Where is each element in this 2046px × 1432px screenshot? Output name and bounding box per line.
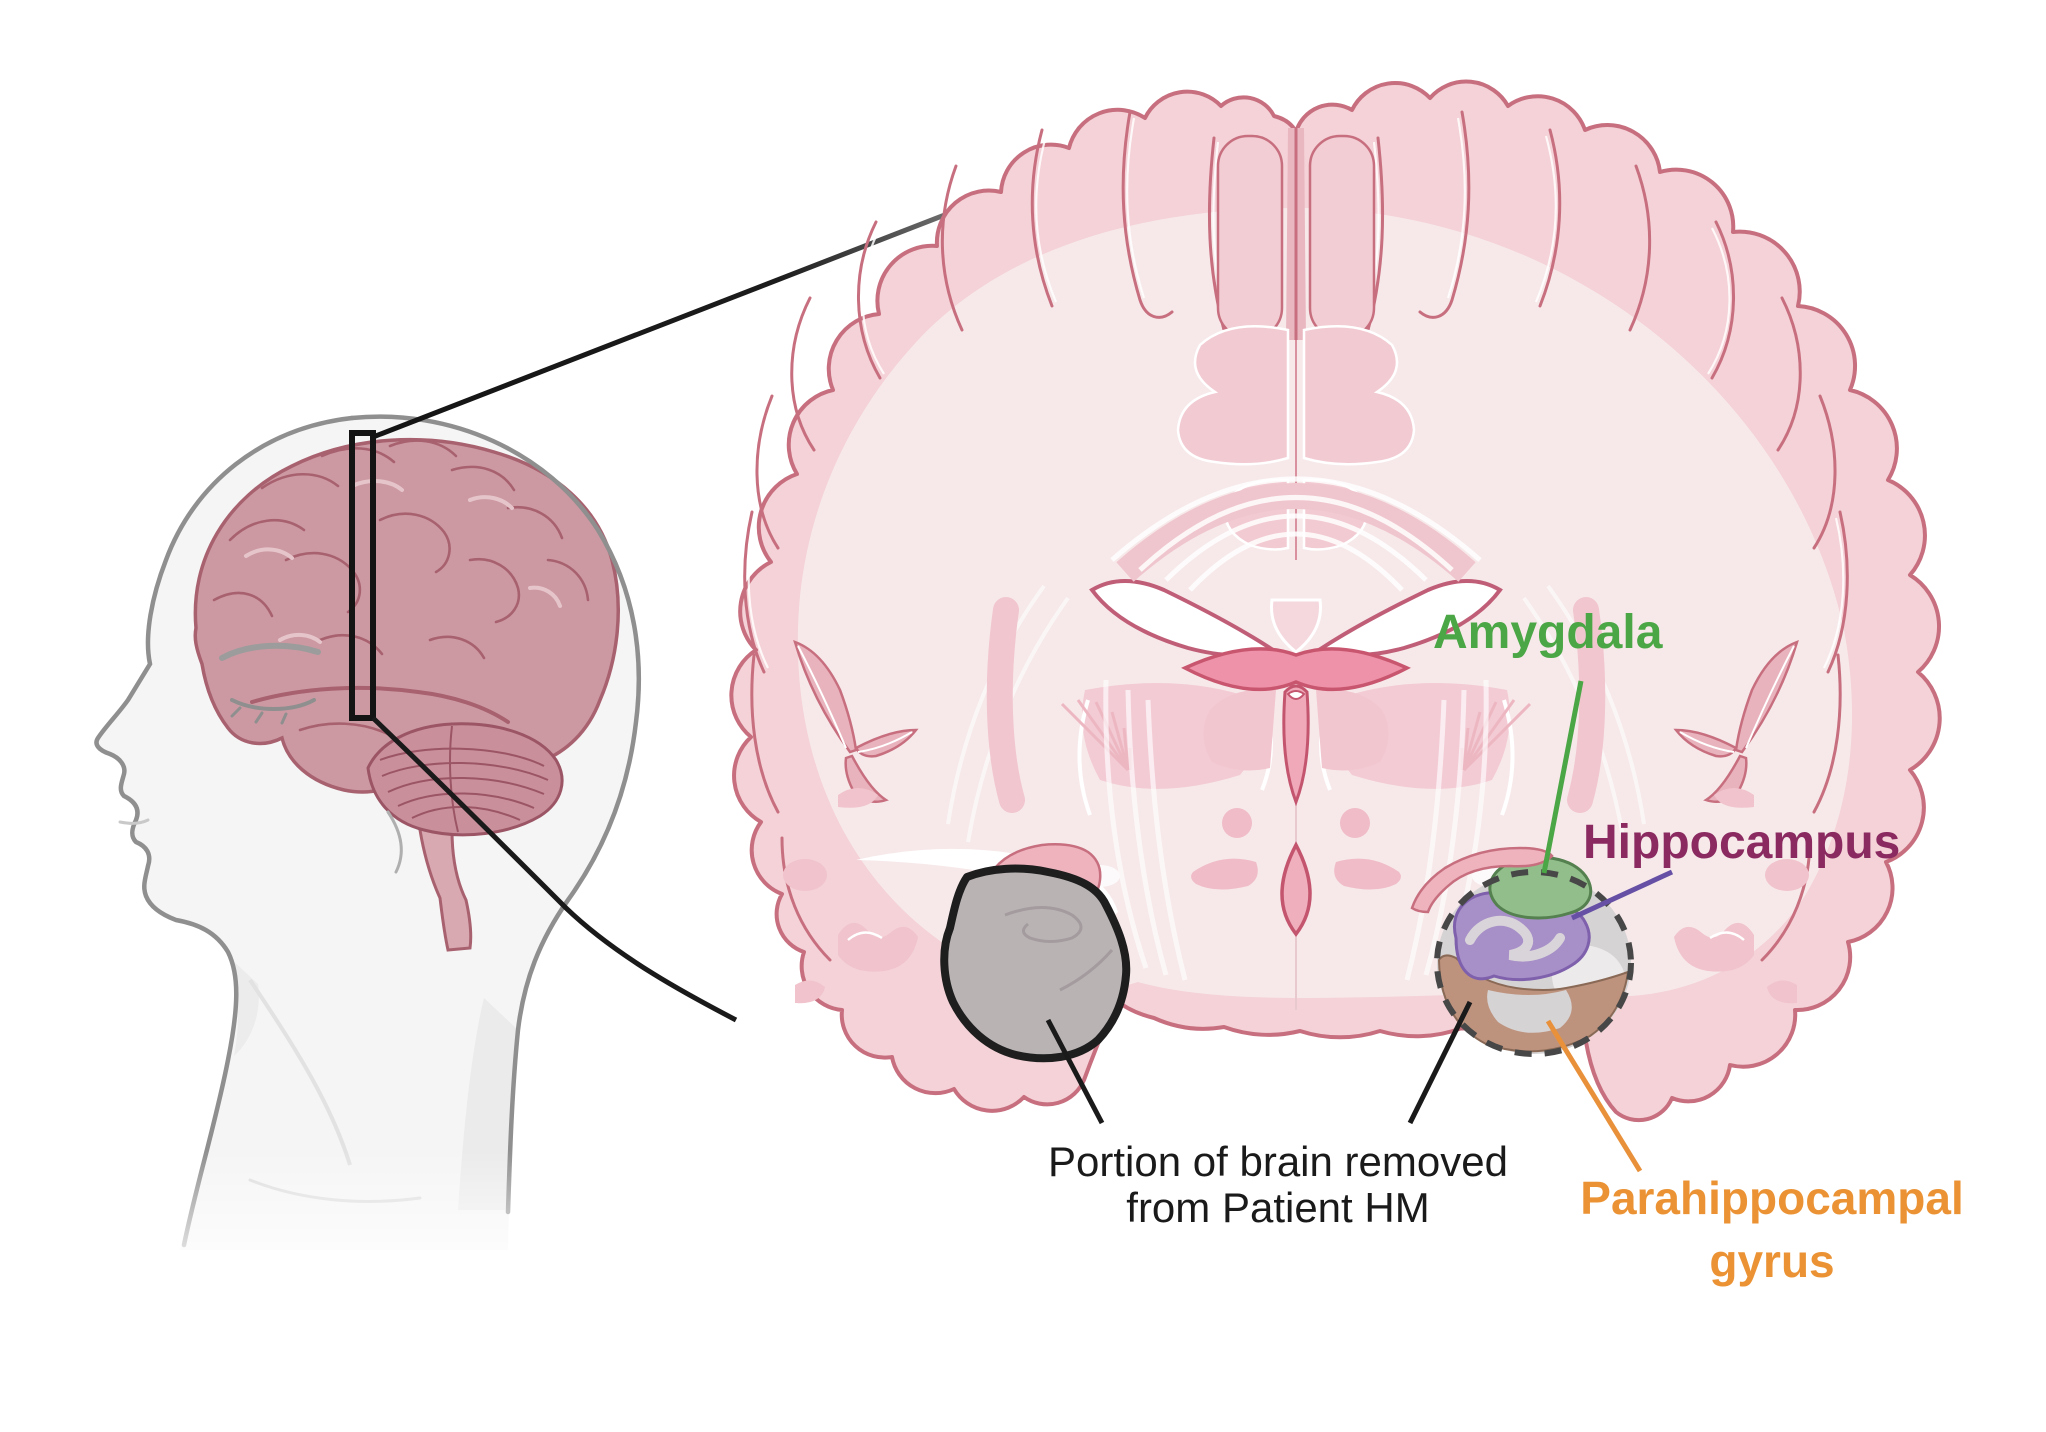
- medial-temporal-circle: [1410, 846, 1634, 1057]
- caudate-tail-band: [986, 597, 1025, 813]
- removed-region-blob: [940, 864, 1131, 1063]
- coronal-section: [729, 79, 1942, 1173]
- temporal-gyri-highlight: [847, 931, 883, 941]
- hemisphere-detail-left: [743, 110, 1290, 1004]
- hippocampus-label: Hippocampus: [1583, 816, 1900, 869]
- parahippocampal-label: Parahippocampal gyrus: [1580, 1172, 1963, 1287]
- head-outline-front: [94, 415, 355, 1248]
- removed-portion-label-line2: from Patient HM: [1126, 1184, 1429, 1231]
- thalamic-fan: [1060, 699, 1132, 772]
- gyri-sulci-lines: [212, 439, 590, 736]
- septum-pellucidum: [1270, 598, 1322, 654]
- gyri-highlights: [244, 479, 562, 644]
- cerebellum: [366, 722, 564, 837]
- eyebrow: [219, 642, 321, 661]
- face-profile: [94, 414, 642, 1248]
- ear-jaw-curve: [386, 810, 403, 874]
- closed-eye: [230, 698, 316, 711]
- sternocleidomastoid-line: [248, 978, 352, 1166]
- head-outline-back: [349, 414, 642, 1215]
- temporal-hook-right: [1410, 846, 1554, 914]
- figure-fade-overlay: [20, 1150, 760, 1432]
- hippocampus-inner-swirl: [1465, 915, 1565, 962]
- leader-line-parahippocampal: [1545, 1019, 1643, 1173]
- removed-portion-label-line1: Portion of brain removed: [1048, 1138, 1508, 1185]
- third-ventricle-lower: [1280, 841, 1312, 937]
- leader-line-hippocampus: [1570, 869, 1674, 921]
- projection-line-bottom: [371, 716, 738, 1023]
- dashed-outline-ellipse: [1434, 869, 1634, 1057]
- third-ventricle-notch: [1286, 690, 1306, 700]
- head-profile-inset: [94, 147, 1113, 1250]
- leader-line-removed-right: [1407, 1000, 1473, 1125]
- leader-line-removed-left: [1045, 1018, 1105, 1125]
- removed-portion-label: Portion of brain removed from Patient HM: [1048, 1138, 1508, 1231]
- parahippocampal-label-line2: gyrus: [1709, 1235, 1834, 1287]
- leader-line-amygdala: [1541, 680, 1584, 874]
- cerebellum-folia-lines: [379, 725, 549, 833]
- removed-region-swirl: [1004, 906, 1114, 992]
- corpus-callosum: [1110, 476, 1482, 592]
- third-ventricle-upper: [1282, 684, 1310, 807]
- section-plane-rectangle: [349, 430, 376, 721]
- eyelashes: [230, 706, 288, 725]
- white-fiber-streaks-lower: [1103, 679, 1188, 981]
- lip-line: [118, 818, 150, 825]
- amygdala-label: Amygdala: [1433, 606, 1663, 659]
- fornix: [1181, 647, 1411, 692]
- parahippocampal-label-line1: Parahippocampal: [1580, 1172, 1963, 1224]
